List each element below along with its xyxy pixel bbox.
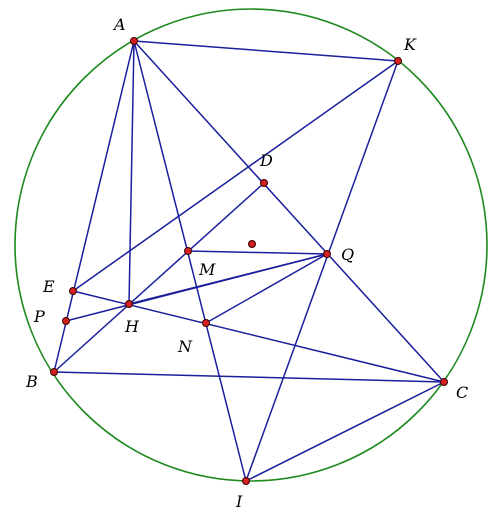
segment-HQ — [128, 253, 328, 305]
segment-BC — [53, 371, 445, 383]
point-Q — [323, 250, 331, 258]
segment-KI — [245, 60, 399, 482]
labels-group: A K D M Q EP H N B C I — [25, 15, 468, 511]
segment-AB — [53, 40, 135, 373]
segment-IC — [245, 381, 445, 482]
point-B — [50, 368, 58, 376]
label-H: H — [124, 317, 140, 336]
label-M: M — [198, 260, 216, 279]
point-M — [184, 247, 192, 255]
circumcircle — [14, 8, 488, 482]
label-N: N — [177, 337, 193, 356]
point-C — [440, 378, 448, 386]
segment-AH — [128, 40, 135, 305]
label-B: B — [25, 372, 38, 391]
segment-AK — [133, 40, 399, 62]
segment-MQ — [187, 250, 328, 255]
point-D — [260, 179, 268, 187]
point-A — [130, 37, 138, 45]
label-C: C — [456, 383, 468, 402]
segment-KE — [72, 60, 399, 292]
segment-AI — [133, 40, 247, 482]
point-I — [242, 477, 250, 485]
label-K: K — [403, 35, 417, 54]
point-E — [69, 287, 77, 295]
point-O — [248, 240, 256, 248]
point-N — [202, 319, 210, 327]
label-A: A — [112, 15, 126, 34]
label-P: P — [33, 307, 45, 326]
points-group — [50, 37, 448, 485]
label-D: D — [259, 151, 273, 170]
segment-BD — [53, 182, 265, 373]
point-P — [62, 317, 70, 325]
label-Q: Q — [341, 245, 354, 264]
point-H — [125, 300, 133, 308]
label-I: I — [235, 492, 243, 511]
segment-EC — [72, 290, 445, 383]
point-K — [394, 57, 402, 65]
label-E: E — [42, 277, 55, 296]
segment-AC — [133, 40, 445, 383]
segment-NQ — [205, 253, 328, 324]
segments-group — [53, 40, 445, 482]
